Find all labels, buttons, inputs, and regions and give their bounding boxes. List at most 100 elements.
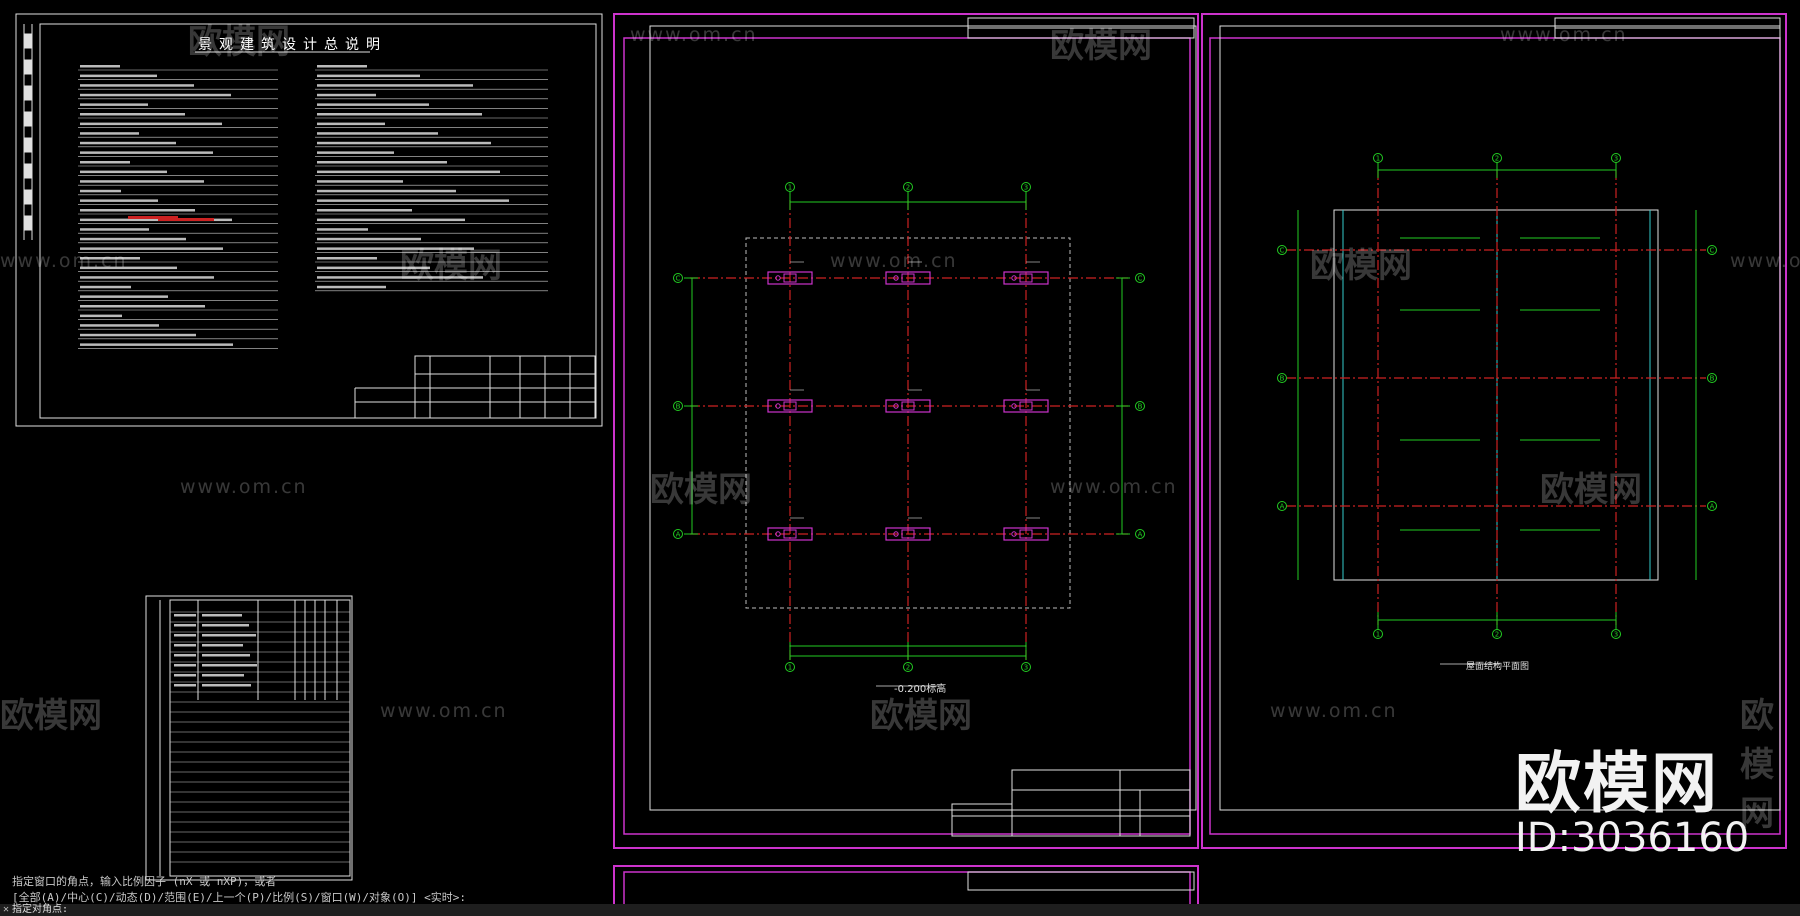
list-row-text	[174, 674, 196, 677]
footing	[767, 271, 813, 285]
list-row-text	[202, 684, 251, 687]
note-text-left	[80, 65, 120, 68]
note-text-right	[317, 228, 368, 231]
note-text-left	[80, 113, 185, 116]
notes-title: 景观建筑设计总说明	[198, 37, 387, 53]
column	[901, 401, 915, 411]
note-text-right	[317, 122, 385, 126]
axis-label: A	[1138, 531, 1143, 539]
axis-bubble	[785, 662, 795, 672]
column	[1019, 273, 1033, 283]
list-row-text	[202, 614, 242, 617]
axis-bubble	[1707, 373, 1717, 383]
column	[901, 273, 915, 283]
axis-label: 1	[1376, 155, 1380, 163]
axis-bubble	[1611, 153, 1621, 163]
footing	[885, 527, 931, 541]
anchor-bolt	[1011, 531, 1017, 537]
note-text-right	[317, 113, 482, 116]
sheet-design-notes	[15, 13, 603, 427]
command-history-line: 指定窗口的角点，输入比例因子 (nX 或 nXP)，或者	[12, 875, 277, 888]
note-text-right	[317, 180, 403, 183]
note-text-left	[80, 151, 213, 154]
note-text-right	[317, 247, 474, 250]
column	[1019, 401, 1033, 411]
anchor-bolt	[775, 531, 781, 537]
axis-bubble	[1277, 501, 1287, 511]
axis-label: 2	[906, 664, 910, 672]
note-text-left	[80, 314, 122, 318]
axis-bubble	[673, 529, 683, 539]
note-text-left	[80, 84, 194, 87]
watermark-brand: 欧模网	[1515, 745, 1719, 822]
note-text-right	[317, 93, 376, 97]
note-text-right	[317, 74, 420, 78]
axis-label: 1	[788, 664, 792, 672]
anchor-bolt	[1011, 275, 1017, 281]
note-text-left	[80, 343, 233, 346]
column	[783, 273, 797, 283]
list-row-text	[202, 644, 243, 647]
axis-bubble	[1135, 529, 1145, 539]
sheet-partial-bottom	[613, 865, 1199, 916]
note-text-left	[80, 295, 168, 298]
note-text-right	[317, 237, 421, 241]
axis-label: 1	[788, 184, 792, 192]
axis-bubble	[1373, 153, 1383, 163]
note-text-left	[80, 122, 222, 126]
list-row-text	[202, 674, 244, 677]
note-text-left	[80, 132, 139, 135]
axis-bubble	[1277, 373, 1287, 383]
axis-bubble	[903, 182, 913, 192]
axis-label: 2	[1495, 155, 1499, 163]
axis-label: 2	[1495, 631, 1499, 639]
footing	[767, 399, 813, 413]
anchor-bolt	[775, 275, 781, 281]
axis-label: B	[676, 403, 681, 411]
axis-label: C	[1710, 247, 1715, 255]
note-text-right	[317, 189, 456, 193]
plan2-label: 屋面结构平面图	[1466, 662, 1530, 672]
axis-label: C	[676, 275, 681, 283]
command-history-line: [全部(A)/中心(C)/动态(D)/范围(E)/上一个(P)/比例(S)/窗口…	[12, 891, 467, 904]
note-text-left	[80, 209, 195, 212]
column	[1019, 529, 1033, 539]
axis-label: C	[1280, 247, 1285, 255]
anchor-bolt	[1011, 403, 1017, 409]
note-text-right	[317, 218, 465, 222]
axis-bubble	[1277, 245, 1287, 255]
axis-label: A	[1710, 503, 1715, 511]
axis-bubble	[785, 182, 795, 192]
note-text-left	[80, 189, 121, 193]
note-text-left	[80, 305, 205, 308]
list-row-text	[174, 634, 196, 637]
axis-bubble	[1021, 182, 1031, 192]
axis-bubble	[1135, 401, 1145, 411]
note-text-right	[317, 132, 438, 135]
axis-bubble	[1492, 629, 1502, 639]
note-text-left	[80, 218, 232, 222]
footing	[1003, 527, 1049, 541]
note-text-right	[317, 257, 377, 260]
command-input-bar[interactable]: ✕指定对角点:	[0, 904, 1800, 916]
axis-label: A	[676, 531, 681, 539]
footing	[885, 399, 931, 413]
axis-label: A	[1280, 503, 1285, 511]
anchor-bolt	[893, 275, 899, 281]
column	[783, 401, 797, 411]
close-icon[interactable]: ✕	[2, 904, 10, 915]
note-text-left	[80, 180, 204, 183]
note-text-left	[80, 257, 140, 260]
note-text-right	[317, 103, 429, 106]
axis-bubble	[1021, 662, 1031, 672]
plan1-label: -0.200标高	[894, 684, 947, 695]
note-text-left	[80, 237, 186, 241]
axis-bubble	[1135, 273, 1145, 283]
note-text-left	[80, 266, 177, 270]
note-text-left	[80, 161, 130, 164]
note-text-right	[317, 209, 412, 212]
list-row-text	[202, 624, 249, 627]
list-row-text	[202, 634, 256, 637]
